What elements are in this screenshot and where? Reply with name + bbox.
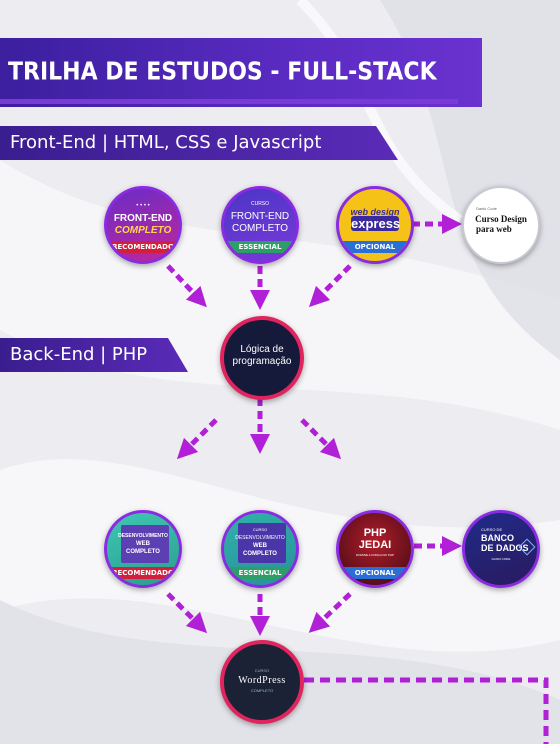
node-line2: COMPLETO bbox=[232, 223, 288, 234]
node-line2: para web bbox=[476, 224, 512, 234]
course-design-para-web[interactable]: Danki Code Curso Design para web bbox=[462, 186, 540, 264]
node-line2: COMPLETO bbox=[114, 225, 172, 236]
section-front-end: Front-End | HTML, CSS e Javascript bbox=[0, 126, 398, 160]
node-sub: COMPLETO bbox=[250, 688, 274, 693]
node-top: CURSO DE bbox=[481, 527, 503, 532]
course-front-end-essencial[interactable]: CURSO FRONT-END COMPLETO ESSENCIAL bbox=[221, 186, 299, 264]
course-logica-programacao[interactable]: Lógica de programação bbox=[220, 316, 304, 400]
section-front-end-label: Front-End | HTML, CSS e Javascript bbox=[10, 132, 322, 153]
badge-recomendado: RECOMENDADO bbox=[107, 567, 179, 579]
node-line1: PHP bbox=[363, 527, 387, 539]
node-sub: DANKI CODE bbox=[491, 557, 511, 561]
node-small: Danki Code bbox=[476, 206, 497, 211]
node-line1: WordPress bbox=[238, 675, 286, 686]
banner-stripe bbox=[0, 99, 458, 104]
node-top: CURSO bbox=[254, 668, 270, 673]
node-line2: JEDAI bbox=[358, 539, 392, 551]
section-back-end-label: Back-End | PHP bbox=[10, 344, 148, 365]
course-php-jedai[interactable]: PHP JEDAI DOMINE A FORÇA DO PHP OPCIONAL bbox=[336, 510, 414, 588]
node-line1: Curso Design bbox=[475, 214, 527, 224]
node-line2: WEB bbox=[253, 543, 267, 549]
badge-essencial: ESSENCIAL bbox=[224, 241, 296, 253]
section-back-end: Back-End | PHP bbox=[0, 338, 188, 372]
course-web-design-express[interactable]: web design express OPCIONAL bbox=[336, 186, 414, 264]
node-line1: web design bbox=[350, 207, 400, 217]
node-line1: Lógica de bbox=[240, 344, 284, 355]
node-sub: DOMINE A FORÇA DO PHP bbox=[355, 553, 394, 557]
node-line3: COMPLETO bbox=[126, 549, 160, 555]
badge-opcional: OPCIONAL bbox=[339, 567, 411, 579]
badge-essencial: ESSENCIAL bbox=[224, 567, 296, 579]
node-line1: FRONT-END bbox=[230, 211, 290, 222]
course-dev-web-recomendado[interactable]: DESENVOLVIMENTO WEB COMPLETO RECOMENDADO bbox=[104, 510, 182, 588]
page-title-banner: TRILHA DE ESTUDOS - FULL-STACK MASTER bbox=[0, 38, 482, 155]
node-line1: DESENVOLVIMENTO bbox=[235, 535, 285, 541]
node-line2: DE DADOS bbox=[481, 543, 529, 553]
node-line1: BANCO bbox=[481, 533, 514, 543]
course-banco-de-dados[interactable]: CURSO DE BANCO DE DADOS DANKI CODE bbox=[462, 510, 540, 588]
node-line3: COMPLETO bbox=[243, 551, 277, 557]
node-dots: • • • • bbox=[136, 203, 150, 209]
course-front-end-recomendado[interactable]: • • • • FRONT-END COMPLETO RECOMENDADO bbox=[104, 186, 182, 264]
node-line1: FRONT-END bbox=[113, 213, 173, 224]
node-line1: DESENVOLVIMENTO bbox=[118, 533, 168, 539]
node-top: CURSO bbox=[250, 201, 270, 207]
node-line2: express bbox=[351, 216, 401, 231]
node-top: CURSO bbox=[252, 527, 268, 532]
node-line2: programação bbox=[232, 356, 292, 367]
course-dev-web-essencial[interactable]: CURSO DESENVOLVIMENTO WEB COMPLETO ESSEN… bbox=[221, 510, 299, 588]
course-wordpress[interactable]: CURSO WordPress COMPLETO bbox=[220, 640, 304, 724]
screen-shape bbox=[238, 523, 286, 563]
screen-shape bbox=[121, 525, 169, 563]
node-line2: WEB bbox=[136, 541, 150, 547]
badge-opcional: OPCIONAL bbox=[339, 241, 411, 253]
badge-recomendado: RECOMENDADO bbox=[107, 241, 179, 253]
